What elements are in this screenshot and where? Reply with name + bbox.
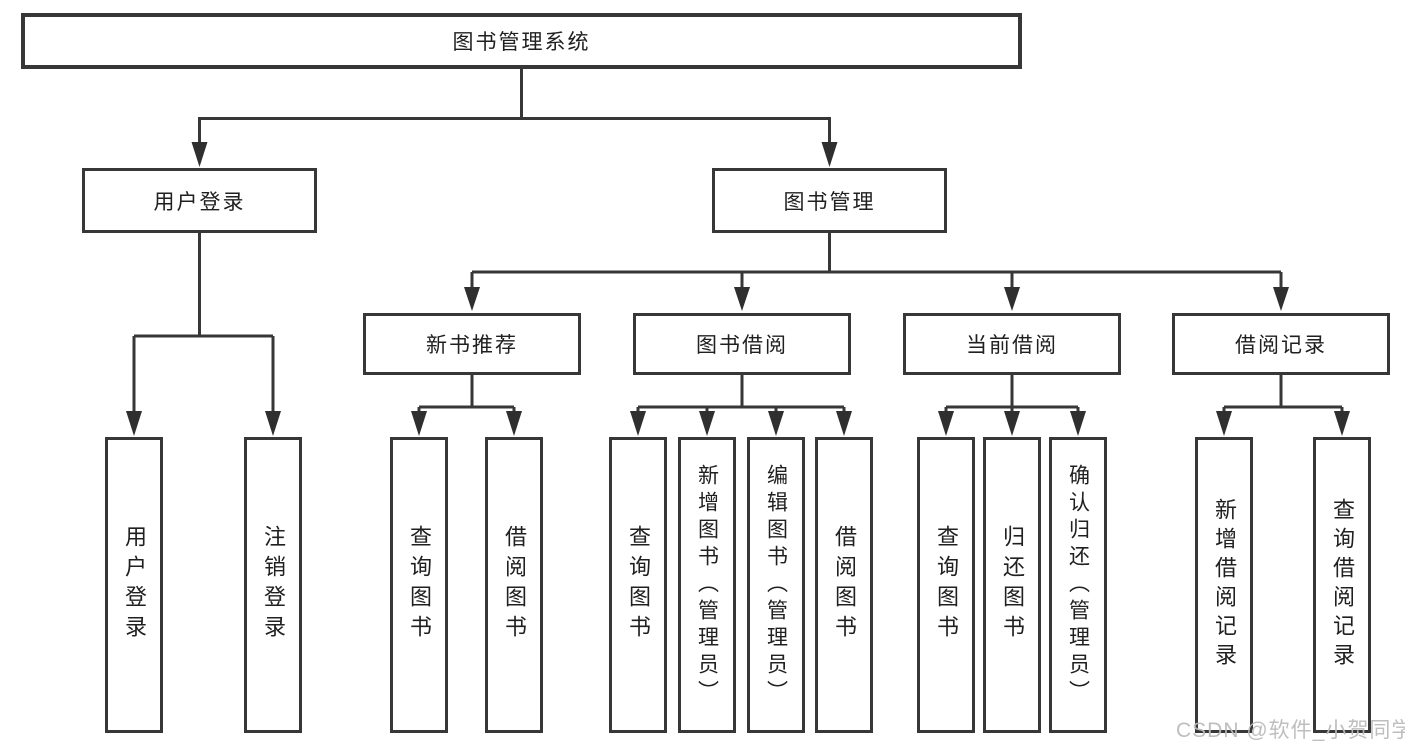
leaf-nbr-query-book-label: 查询图书	[407, 525, 432, 645]
leaf-cb-return-book-label: 归还图书	[1000, 525, 1025, 645]
leaf-cb-query-book: 查询图书	[917, 437, 975, 733]
leaf-br-add-record: 新增借阅记录	[1195, 437, 1253, 733]
leaf-bb-edit-book: 编辑图书（管理员）	[747, 437, 805, 733]
node-current-borrowing: 当前借阅	[903, 313, 1121, 375]
node-root-label: 图书管理系统	[452, 31, 591, 54]
leaf-br-query-record: 查询借阅记录	[1313, 437, 1371, 733]
node-book-management: 图书管理	[712, 168, 947, 233]
node-new-book-recommend-label: 新书推荐	[426, 334, 518, 357]
leaf-logout-label: 注销登录	[261, 525, 286, 645]
leaf-br-add-record-label: 新增借阅记录	[1212, 498, 1237, 672]
leaf-logout: 注销登录	[244, 437, 302, 733]
leaf-nbr-borrow-book: 借阅图书	[485, 437, 543, 733]
node-user-login: 用户登录	[82, 168, 317, 233]
leaf-bb-query-book-label: 查询图书	[626, 525, 651, 645]
node-borrowing-record: 借阅记录	[1172, 313, 1390, 375]
csdn-watermark: CSDN @软件_小贺同学	[1176, 719, 1405, 742]
leaf-bb-add-book-label: 新增图书（管理员）	[695, 463, 719, 707]
leaf-user-login: 用户登录	[105, 437, 163, 733]
leaf-cb-return-book: 归还图书	[983, 437, 1041, 733]
node-book-borrowing: 图书借阅	[633, 313, 851, 375]
leaf-bb-add-book: 新增图书（管理员）	[678, 437, 736, 733]
node-book-management-label: 图书管理	[783, 190, 876, 214]
leaf-br-query-record-label: 查询借阅记录	[1330, 498, 1355, 672]
node-current-borrowing-label: 当前借阅	[966, 334, 1058, 357]
node-borrowing-record-label: 借阅记录	[1235, 334, 1327, 357]
arrowheads	[126, 142, 1350, 436]
node-book-borrowing-label: 图书借阅	[696, 334, 788, 357]
leaf-cb-confirm-return: 确认归还（管理员）	[1049, 437, 1107, 733]
node-root: 图书管理系统	[21, 13, 1022, 69]
leaf-nbr-query-book: 查询图书	[390, 437, 448, 733]
leaf-cb-confirm-return-label: 确认归还（管理员）	[1066, 463, 1090, 707]
leaf-bb-borrow-book: 借阅图书	[815, 437, 873, 733]
node-new-book-recommend: 新书推荐	[363, 313, 581, 375]
leaf-nbr-borrow-book-label: 借阅图书	[502, 525, 527, 645]
node-user-login-label: 用户登录	[153, 190, 246, 214]
leaf-bb-edit-book-label: 编辑图书（管理员）	[764, 463, 788, 707]
leaf-bb-query-book: 查询图书	[609, 437, 667, 733]
leaf-cb-query-book-label: 查询图书	[934, 525, 959, 645]
leaf-bb-borrow-book-label: 借阅图书	[832, 525, 857, 645]
leaf-user-login-label: 用户登录	[122, 525, 147, 645]
